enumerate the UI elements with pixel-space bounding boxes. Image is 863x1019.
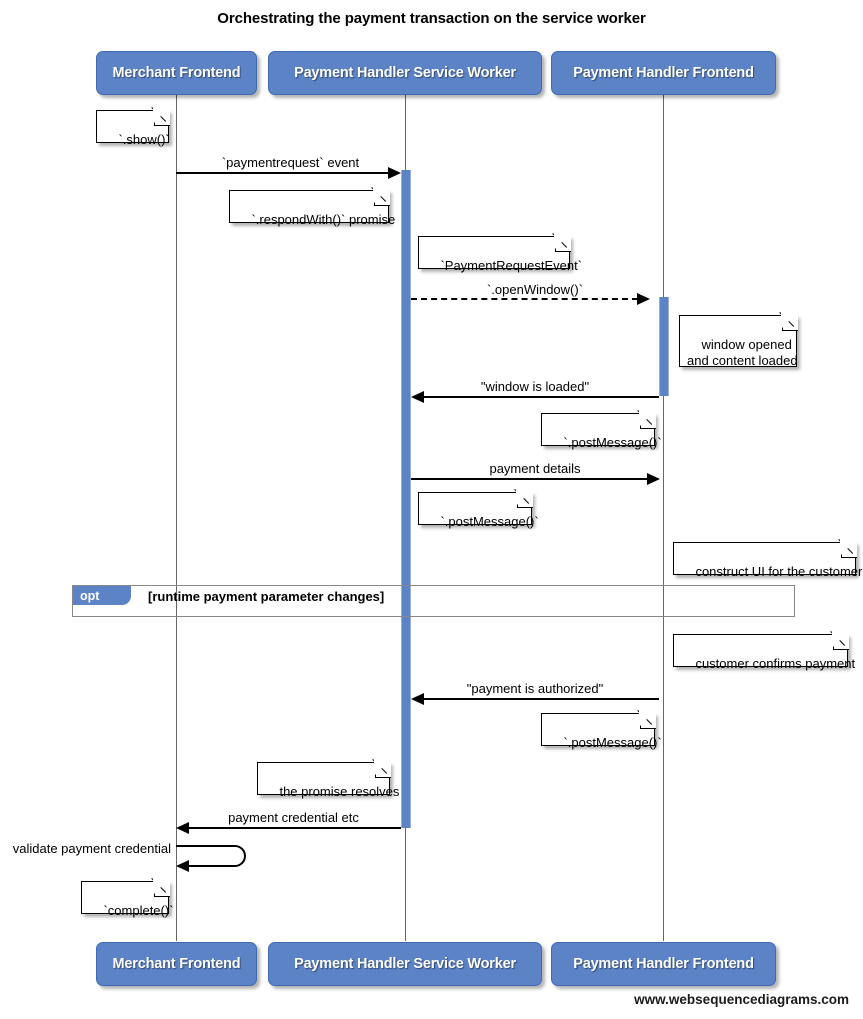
- message-arrowhead-openwindow: [637, 293, 650, 305]
- note-postmessage-2: `.postMessage()`: [418, 490, 539, 529]
- note-postmessage-1-text: `.postMessage()`: [563, 434, 662, 450]
- note-paymentrequestevent-text: `PaymentRequestEvent`: [440, 257, 583, 273]
- actor-header-merchant[interactable]: Merchant Frontend: [96, 51, 257, 95]
- message-label-window-is-loaded: "window is loaded": [480, 379, 590, 394]
- note-fold-icon: [373, 188, 390, 206]
- actor-header-merchant-label: Merchant Frontend: [112, 65, 241, 81]
- message-arrowhead-payment-is-authorized: [411, 693, 424, 705]
- activation-payment-handler-frontend: [659, 297, 669, 396]
- message-arrowhead-paymentrequest: [388, 167, 401, 179]
- note-paymentrequestevent: `PaymentRequestEvent`: [418, 234, 582, 273]
- note-customer-confirms-text: customer confirms payment: [695, 655, 856, 671]
- message-line-payment-details: [411, 478, 648, 480]
- note-fold-icon: [374, 760, 391, 778]
- watermark-link[interactable]: www.websequencediagrams.com: [634, 992, 849, 1007]
- page-title: Orchestrating the payment transaction on…: [217, 10, 646, 27]
- note-fold-icon: [516, 490, 533, 508]
- note-postmessage-2-text: `.postMessage()`: [440, 513, 539, 529]
- message-arrowhead-validate: [176, 860, 189, 872]
- message-line-payment-is-authorized: [424, 698, 659, 700]
- fragment-opt: [72, 585, 795, 617]
- fragment-opt-type: opt: [80, 588, 100, 603]
- note-fold-icon: [781, 313, 798, 331]
- message-line-window-is-loaded: [424, 396, 659, 398]
- note-construct-ui-text: construct UI for the customer: [695, 563, 863, 579]
- actor-footer-payment-handler-frontend[interactable]: Payment Handler Frontend: [551, 942, 776, 986]
- actor-footer-service-worker[interactable]: Payment Handler Service Worker: [268, 942, 542, 986]
- lifeline-payment-handler-frontend: [663, 95, 664, 941]
- note-fold-icon: [554, 234, 571, 252]
- message-label-validate-payment-credential: validate payment credential: [12, 841, 171, 856]
- activation-service-worker: [401, 170, 411, 828]
- message-selfloop-validate: [176, 845, 246, 867]
- message-label-payment-credential: payment credential etc: [228, 810, 359, 825]
- message-line-openwindow: [411, 298, 638, 300]
- message-label-payment-is-authorized: "payment is authorized": [466, 681, 604, 696]
- note-fold-icon: [840, 540, 857, 558]
- note-complete-text: `complete()`: [103, 902, 174, 918]
- note-complete: `complete()`: [81, 879, 174, 918]
- note-construct-ui: construct UI for the customer: [673, 540, 862, 579]
- actor-header-service-worker[interactable]: Payment Handler Service Worker: [268, 51, 542, 95]
- actor-footer-merchant[interactable]: Merchant Frontend: [96, 942, 257, 986]
- message-line-payment-credential: [189, 827, 401, 829]
- actor-header-payment-handler-frontend-label: Payment Handler Frontend: [573, 65, 754, 81]
- note-show: `.show()`: [96, 108, 170, 147]
- actor-header-service-worker-label: Payment Handler Service Worker: [294, 65, 516, 81]
- message-label-payment-details: payment details: [489, 461, 581, 476]
- message-label-openwindow: `.openWindow()`: [486, 282, 584, 297]
- note-promise-resolves: the promise resolves: [257, 760, 399, 799]
- fragment-opt-tab: opt: [73, 586, 131, 605]
- note-fold-icon: [153, 879, 170, 897]
- note-postmessage-3-text: `.postMessage()`: [563, 734, 662, 750]
- note-fold-icon: [639, 711, 656, 729]
- message-arrowhead-payment-credential: [176, 822, 189, 834]
- note-customer-confirms: customer confirms payment: [673, 632, 855, 671]
- actor-header-payment-handler-frontend[interactable]: Payment Handler Frontend: [551, 51, 776, 95]
- actor-footer-payment-handler-frontend-label: Payment Handler Frontend: [573, 956, 754, 972]
- lifeline-merchant: [176, 95, 177, 941]
- note-postmessage-3: `.postMessage()`: [541, 711, 662, 750]
- fragment-opt-condition: [runtime payment parameter changes]: [148, 589, 385, 604]
- note-show-text: `.show()`: [118, 131, 170, 147]
- note-promise-resolves-text: the promise resolves: [279, 783, 400, 799]
- message-label-paymentrequest: `paymentrequest` event: [221, 155, 360, 170]
- note-postmessage-1: `.postMessage()`: [541, 411, 662, 450]
- note-respondwith-promise: `.respondWith()` promise: [229, 188, 395, 227]
- note-fold-icon: [153, 108, 170, 126]
- note-fold-icon: [832, 632, 849, 650]
- note-respondwith-promise-text: `.respondWith()` promise: [251, 211, 396, 227]
- actor-footer-merchant-label: Merchant Frontend: [112, 956, 241, 972]
- message-arrowhead-window-is-loaded: [411, 391, 424, 403]
- message-line-paymentrequest: [176, 172, 390, 174]
- note-window-opened-text: window opened and content loaded: [687, 336, 798, 369]
- message-arrowhead-payment-details: [647, 473, 660, 485]
- note-fold-icon: [639, 411, 656, 429]
- actor-footer-service-worker-label: Payment Handler Service Worker: [294, 956, 516, 972]
- note-window-opened: window opened and content loaded: [679, 313, 798, 369]
